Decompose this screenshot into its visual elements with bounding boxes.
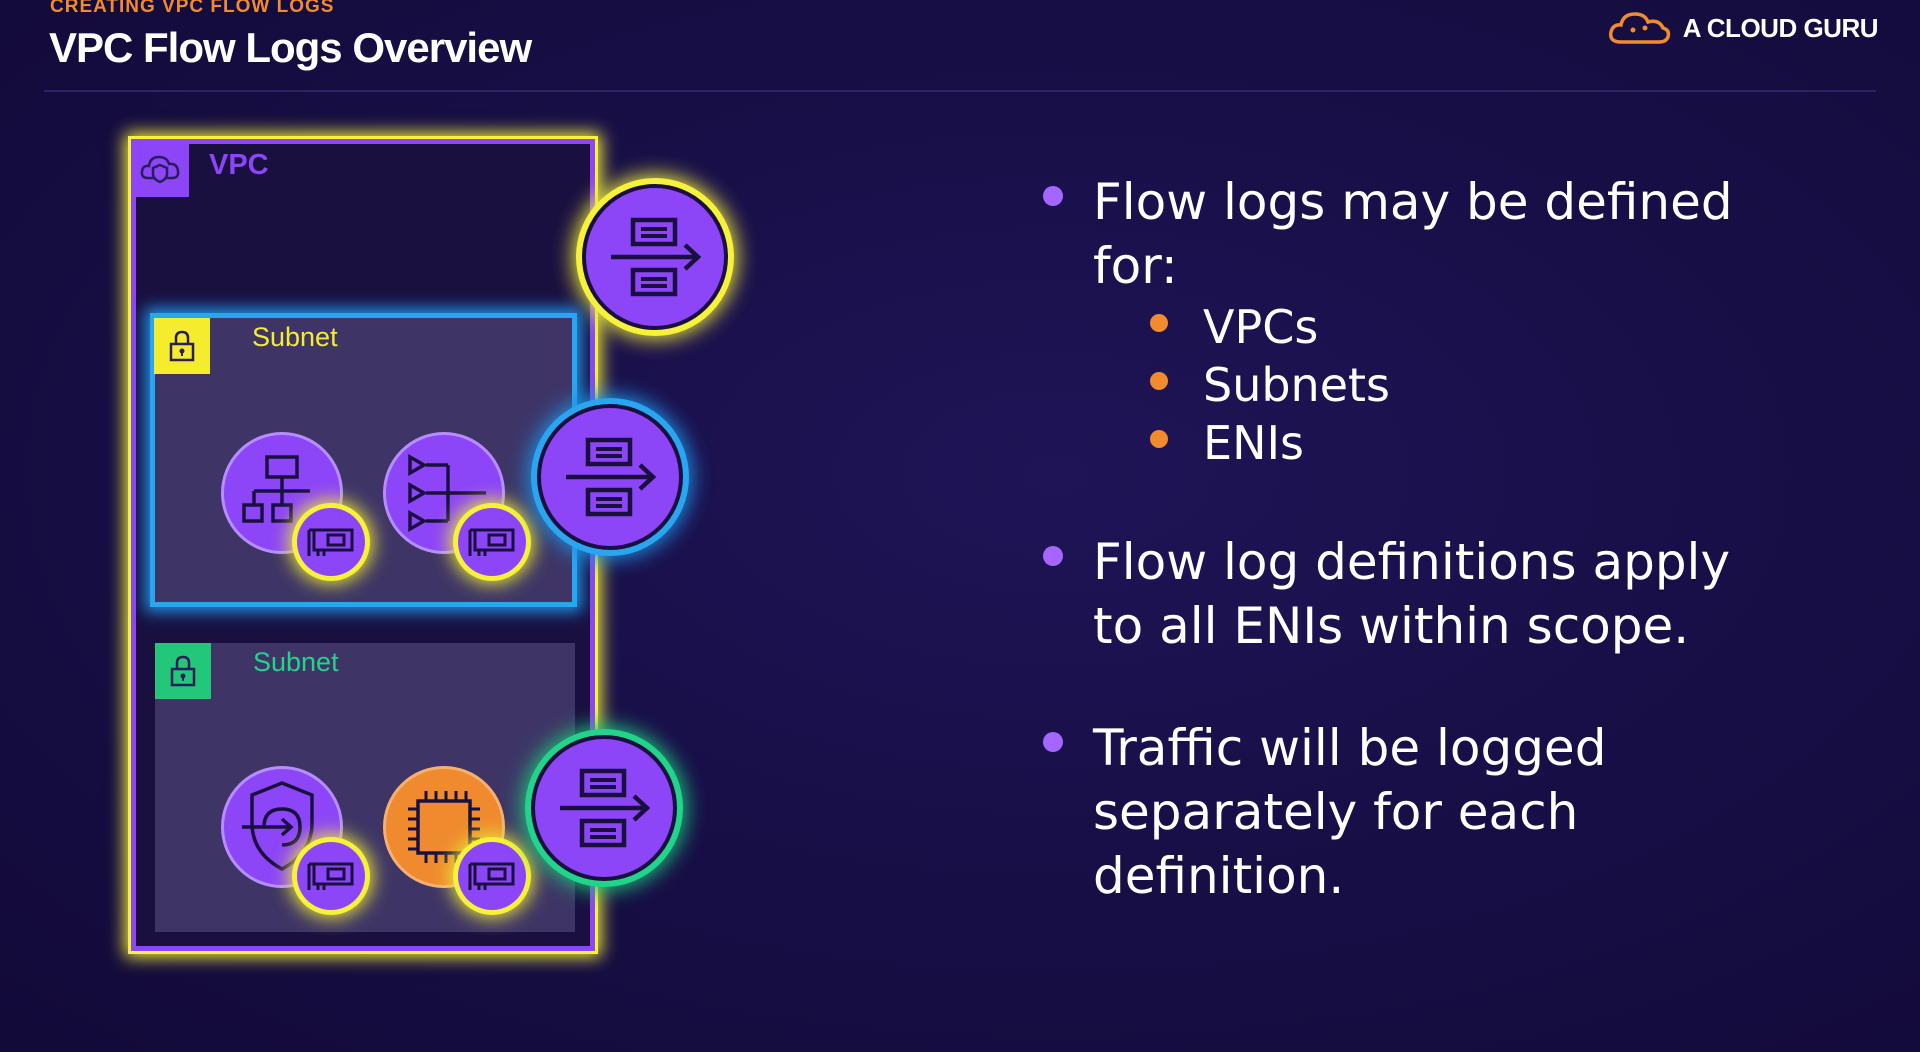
header-divider xyxy=(44,90,1876,92)
bullet-text-line: separately for each xyxy=(1093,783,1579,841)
bullet-item: Flow logs may be defined for: VPCs Subne… xyxy=(1040,170,1880,472)
eni-card-icon[interactable] xyxy=(458,842,526,910)
bullet-item: Flow log definitions apply to all ENIs w… xyxy=(1040,530,1880,658)
brand-name: A CLOUD GURU xyxy=(1682,12,1879,43)
bullet-text-line: to all ENIs within scope. xyxy=(1093,597,1690,655)
subnet-top-label: Subnet xyxy=(252,322,338,352)
vpc-cloud-icon xyxy=(131,139,189,197)
cloud-guru-icon xyxy=(1608,12,1670,44)
brand-logo: A CLOUD GURU xyxy=(1607,8,1879,48)
bullet-text-line: for: xyxy=(1093,237,1178,295)
subnet-flow-log-icon[interactable] xyxy=(537,404,683,550)
bullet-text-line: Traffic will be logged xyxy=(1093,719,1607,777)
bullet-list: Flow logs may be defined for: VPCs Subne… xyxy=(1040,170,1880,966)
vpc-label: VPC xyxy=(209,149,269,181)
bullet-text-line: definition. xyxy=(1093,847,1345,905)
eni-card-icon[interactable] xyxy=(297,508,365,576)
bullet-text-line: Flow log definitions apply xyxy=(1093,533,1731,591)
eni-card-icon[interactable] xyxy=(297,842,365,910)
eni-card-icon[interactable] xyxy=(458,508,526,576)
sub-bullet-list: VPCs Subnets ENIs xyxy=(1093,298,1880,472)
subnet-bottom-label: Subnet xyxy=(253,647,339,677)
vpc-flow-log-icon[interactable] xyxy=(582,184,728,330)
lock-icon xyxy=(154,318,210,374)
sub-bullet-item: Subnets xyxy=(1093,356,1880,414)
slide-title: VPC Flow Logs Overview xyxy=(49,24,532,71)
sub-bullet-item: ENIs xyxy=(1093,414,1880,472)
bullet-text-line: Flow logs may be defined xyxy=(1093,173,1733,231)
lock-icon xyxy=(155,643,211,699)
subnet-flow-log-icon[interactable] xyxy=(531,735,677,881)
bullet-item: Traffic will be logged separately for ea… xyxy=(1040,716,1880,908)
sub-bullet-item: VPCs xyxy=(1093,298,1880,356)
section-kicker: CREATING VPC FLOW LOGS xyxy=(50,0,335,17)
